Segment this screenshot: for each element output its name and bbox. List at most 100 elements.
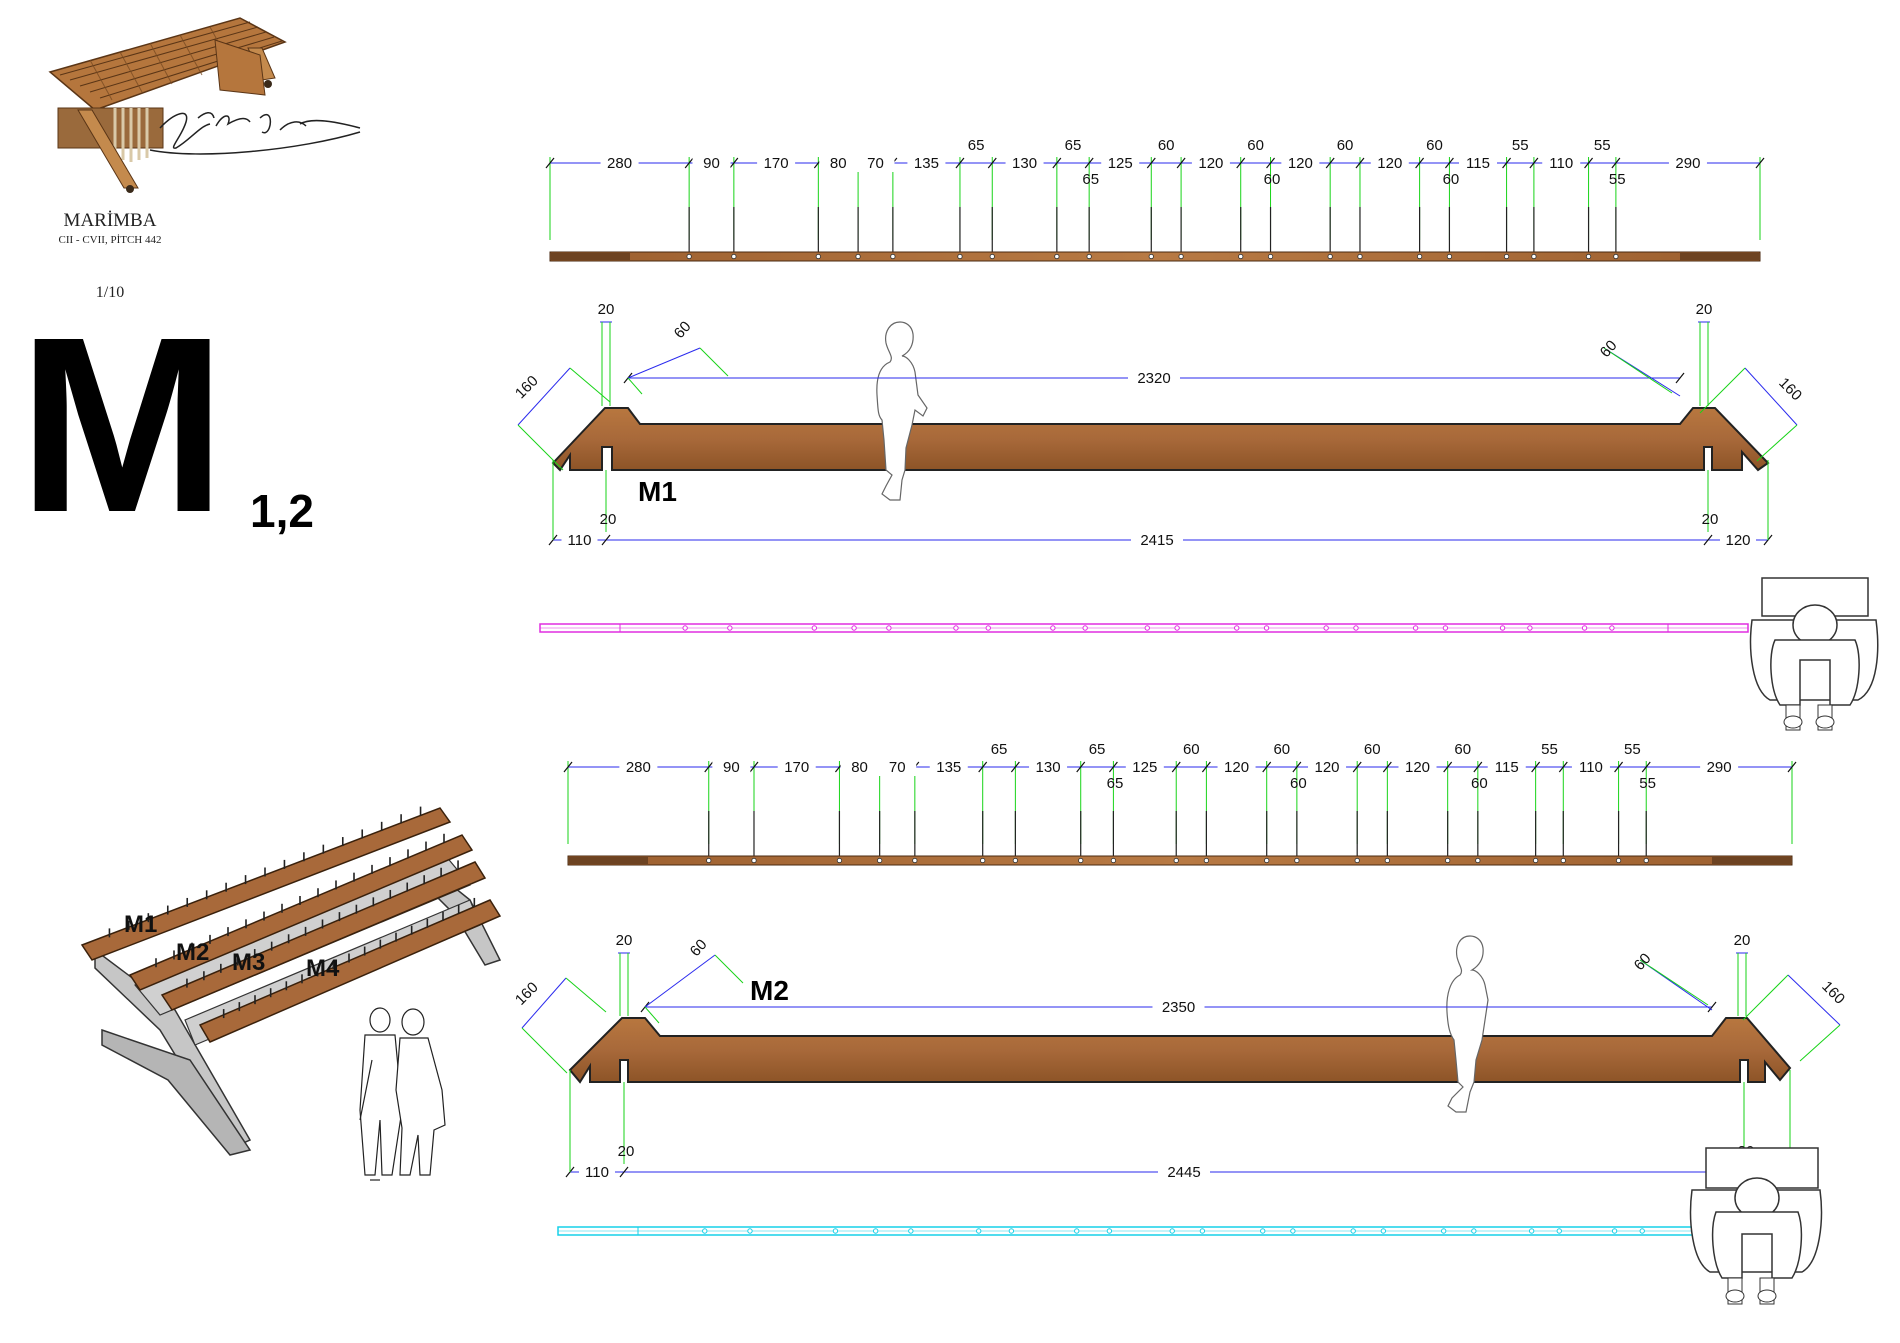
dimension-label-bg xyxy=(1281,154,1320,172)
dimension-label-bg xyxy=(1101,154,1140,172)
rail-hole xyxy=(890,253,896,260)
dimension-tick xyxy=(1010,761,1020,773)
rail-hole xyxy=(1611,1228,1618,1234)
rail-hole xyxy=(1475,857,1481,864)
assembly-label-m2: M2 xyxy=(176,939,209,966)
chamfer-value-left: 60 xyxy=(687,936,711,960)
rail-hole xyxy=(702,1228,708,1234)
drawing-scale: 1/10 xyxy=(95,284,125,301)
chamfer-value-right: 60 xyxy=(1631,950,1655,974)
m2-top-rail xyxy=(567,855,1793,866)
dimension-label-bg xyxy=(819,154,858,172)
rail-hole xyxy=(836,857,843,864)
dimension-value: 80 xyxy=(851,759,868,776)
m1-top-rail xyxy=(549,251,1761,262)
rail-hole xyxy=(1643,857,1649,864)
dimension-tick xyxy=(1076,761,1086,773)
extension-line xyxy=(569,367,611,403)
rail-hole xyxy=(1560,857,1566,864)
rail-hole xyxy=(1581,625,1588,631)
m2-side-view: M2 xyxy=(568,935,1792,1113)
extension-line xyxy=(627,377,643,395)
rail-hole xyxy=(1354,857,1360,864)
rail-hole xyxy=(1527,625,1533,631)
dimension-value: 125 xyxy=(1132,759,1157,776)
dimension-label-bg xyxy=(1308,758,1347,776)
rail-hole xyxy=(1238,253,1244,260)
dimension-tick xyxy=(1614,761,1624,773)
dimension-tick xyxy=(619,1166,629,1178)
rail-hole xyxy=(1294,857,1300,864)
dimension-tick xyxy=(1558,761,1568,773)
dimension-value: 80 xyxy=(830,155,847,172)
dimension-value: 65 xyxy=(1089,741,1106,758)
rail-hole xyxy=(1173,857,1179,864)
dimension-label-bg xyxy=(1700,758,1739,776)
rail-hole xyxy=(686,253,692,260)
dimension-tick xyxy=(1444,157,1454,169)
dimension-value-lower: 60 xyxy=(1471,775,1488,792)
rail-hole xyxy=(751,857,757,864)
rail-hole xyxy=(1074,1228,1080,1234)
bottom-span-value: 2415 xyxy=(1140,532,1173,549)
rail-hole xyxy=(1178,253,1184,260)
dimension-value: 280 xyxy=(626,759,651,776)
dimension-value: 120 xyxy=(1377,155,1402,172)
dimension-tick xyxy=(1171,761,1181,773)
dimension-label-bg xyxy=(1458,154,1497,172)
dimension-tick xyxy=(563,761,573,773)
dimension-tick xyxy=(684,157,694,169)
dimension-label-bg xyxy=(757,154,796,172)
marimba-thumbnail xyxy=(48,17,361,193)
dimension-line xyxy=(1744,367,1798,426)
dimension-tick xyxy=(1473,761,1483,773)
dimension-label-bg xyxy=(1191,154,1230,172)
dimension-tick xyxy=(1529,157,1539,169)
dimension-tick xyxy=(1262,761,1272,773)
dimension-tick xyxy=(1084,157,1094,169)
extension-line xyxy=(714,954,744,984)
extension-line xyxy=(1603,347,1673,394)
m2-plan-rail-cyan xyxy=(557,1226,1781,1236)
dimension-value: 120 xyxy=(1224,759,1249,776)
rail-hole xyxy=(1264,857,1270,864)
dimension-value: 120 xyxy=(1198,155,1223,172)
assembly-label-m3: M3 xyxy=(232,949,265,976)
rail-hole xyxy=(682,625,688,631)
dimension-label-bg xyxy=(561,530,598,550)
assembly-isometric: M1 M2 M3 M4 xyxy=(80,806,502,1181)
extension-line xyxy=(565,977,607,1013)
top-span-value: 2350 xyxy=(1162,999,1195,1016)
dimension-value: 55 xyxy=(1624,741,1641,758)
rail-hole xyxy=(1169,1228,1175,1234)
dimension-tick xyxy=(1443,761,1453,773)
extension-line xyxy=(521,1027,568,1074)
rail-hole xyxy=(1556,1228,1562,1234)
instrument-range: CII - CVII, PİTCH 442 xyxy=(58,234,162,246)
assembly-label-m4: M4 xyxy=(306,955,340,982)
extension-line xyxy=(644,1006,660,1024)
rail-hole xyxy=(815,253,821,260)
chamfer-value-right: 60 xyxy=(1597,337,1621,361)
rail-hole xyxy=(1412,625,1419,631)
rail-hole xyxy=(832,1228,839,1234)
rail-hole xyxy=(1078,857,1084,864)
rail-hole xyxy=(1263,625,1270,631)
dimension-value: 60 xyxy=(1454,741,1471,758)
dimension-tick xyxy=(1292,761,1302,773)
dimension-label-bg xyxy=(712,758,751,776)
dimension-label-bg xyxy=(1720,530,1756,550)
dimension-tick xyxy=(1382,761,1392,773)
m1-side-view: M1 xyxy=(551,321,1770,507)
dimension-value: 65 xyxy=(991,741,1008,758)
dimension-tick xyxy=(1201,761,1211,773)
rail-hole xyxy=(1082,625,1088,631)
dimension-label-bg xyxy=(1125,758,1164,776)
rail-hole xyxy=(1442,625,1449,631)
rail-hole xyxy=(1008,1228,1015,1234)
dimension-value: 65 xyxy=(968,137,985,154)
rail-hole xyxy=(851,625,857,631)
dimension-value: 70 xyxy=(867,155,884,172)
